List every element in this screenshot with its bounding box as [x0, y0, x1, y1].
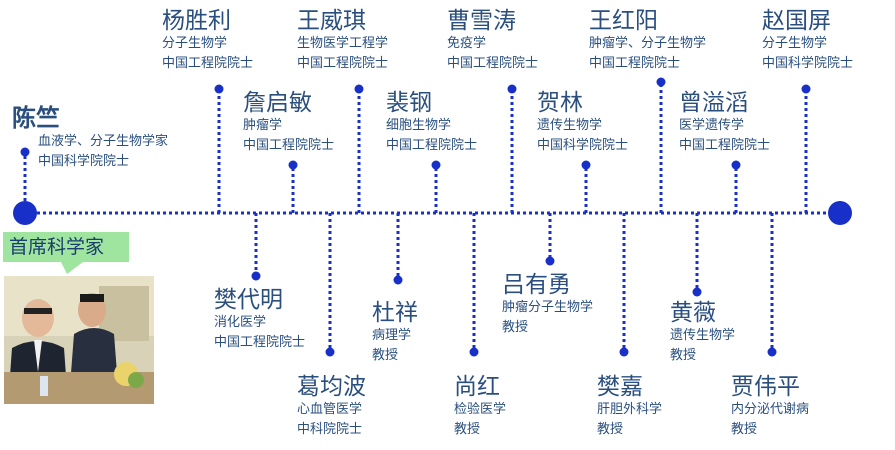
scientist-title: 中国科学院院士	[762, 56, 854, 71]
connector-dot	[20, 147, 30, 157]
scientist-field: 分子生物学	[762, 36, 828, 51]
scientist-card: 詹启敏 肿瘤学 中国工程院院士	[243, 90, 334, 156]
scientist-title: 教授	[731, 422, 758, 437]
scientist-name: 杨胜利	[162, 8, 231, 34]
scientist-field: 内分泌代谢病	[731, 402, 810, 417]
scientist-field: 免疫学	[447, 36, 487, 51]
scientist-name: 王威琪	[297, 8, 366, 34]
connector-dot	[619, 347, 629, 357]
leader-title: 中国科学院院士	[38, 154, 130, 169]
scientist-name: 裴钢	[386, 90, 432, 116]
timeline-end-node	[828, 201, 852, 225]
scientist-field: 遗传生物学	[537, 118, 603, 133]
leader-card: 陈竺 血液学、分子生物学家 中国科学院院士	[12, 104, 168, 172]
connector-dot	[767, 347, 777, 357]
scientist-field: 检验医学	[454, 402, 507, 417]
scientist-field: 遗传生物学	[670, 328, 736, 343]
scientist-name: 杜祥	[372, 300, 418, 326]
scientist-card: 葛均波 心血管医学 中科院院士	[297, 374, 366, 440]
scientist-title: 中国工程院院士	[589, 56, 681, 71]
connector-dot	[581, 160, 591, 170]
connector-dot	[354, 84, 364, 94]
scientist-field: 心血管医学	[297, 402, 363, 417]
scientist-field: 病理学	[372, 328, 412, 343]
scientist-name: 吕有勇	[502, 272, 571, 298]
scientist-field: 肝胆外科学	[597, 402, 663, 417]
scientist-name: 曾溢滔	[679, 90, 748, 116]
scientist-title: 教授	[670, 348, 697, 363]
scientist-title: 中科院院士	[297, 422, 363, 437]
connector-dot	[325, 347, 335, 357]
connector-dot	[393, 275, 403, 285]
scientist-card: 裴钢 细胞生物学 中国工程院院士	[386, 90, 477, 156]
scientist-card: 樊嘉 肝胆外科学 教授	[597, 374, 662, 440]
scientist-card: 贺林 遗传生物学 中国科学院院士	[537, 90, 628, 156]
scientist-field: 消化医学	[214, 315, 267, 330]
scientist-name: 詹启敏	[243, 90, 312, 116]
scientist-title: 教授	[502, 320, 529, 335]
scientist-name: 尚红	[454, 374, 500, 400]
scientist-card: 贾伟平 内分泌代谢病 教授	[731, 374, 809, 440]
connector-dot	[692, 287, 702, 297]
scientist-field: 细胞生物学	[386, 118, 452, 133]
scientist-title: 中国工程院院士	[679, 138, 771, 153]
scientist-card: 吕有勇 肿瘤分子生物学 教授	[502, 272, 593, 338]
chief-scientist-label: 首席科学家	[3, 232, 129, 274]
connector-dot	[251, 271, 261, 281]
connector-dot	[731, 160, 741, 170]
connector-dot	[469, 347, 479, 357]
scientist-title: 中国工程院院士	[214, 335, 306, 350]
scientist-card: 黄薇 遗传生物学 教授	[670, 300, 735, 366]
scientist-card: 曾溢滔 医学遗传学 中国工程院院士	[679, 90, 770, 156]
scientist-name: 贺林	[537, 90, 583, 116]
scientist-name: 樊代明	[214, 287, 283, 313]
scientist-card: 曹雪涛 免疫学 中国工程院院士	[447, 8, 538, 74]
leader-name: 陈竺	[12, 104, 60, 132]
scientist-field: 分子生物学	[162, 36, 228, 51]
scientist-card: 樊代明 消化医学 中国工程院院士	[214, 287, 305, 353]
scientist-field: 肿瘤分子生物学	[502, 300, 594, 315]
scientist-card: 杨胜利 分子生物学 中国工程院院士	[162, 8, 253, 74]
scientist-field: 生物医学工程学	[297, 36, 389, 51]
connector-dot	[507, 84, 517, 94]
scientist-name: 曹雪涛	[447, 8, 516, 34]
scientist-title: 中国工程院院士	[162, 56, 254, 71]
scientist-card: 赵国屏 分子生物学 中国科学院院士	[762, 8, 853, 74]
scientist-title: 教授	[597, 422, 624, 437]
scientist-card: 王红阳 肿瘤学、分子生物学 中国工程院院士	[589, 8, 706, 74]
scientist-card: 王威琪 生物医学工程学 中国工程院院士	[297, 8, 388, 74]
connector-dot	[288, 160, 298, 170]
leader-field: 血液学、分子生物学家	[38, 134, 169, 149]
connector-dot	[214, 84, 224, 94]
scientist-title: 中国工程院院士	[243, 138, 335, 153]
scientist-card: 尚红 检验医学 教授	[454, 374, 506, 440]
scientist-title: 中国工程院院士	[386, 138, 478, 153]
scientist-field: 肿瘤学、分子生物学	[589, 36, 707, 51]
connector-dot	[431, 160, 441, 170]
scientist-title: 教授	[454, 422, 481, 437]
scientist-title: 中国工程院院士	[447, 56, 539, 71]
connector-dot	[801, 84, 811, 94]
connector-dot	[545, 256, 555, 266]
scientist-field: 肿瘤学	[243, 118, 283, 133]
scientist-title: 教授	[372, 348, 399, 363]
scientist-name: 黄薇	[670, 300, 716, 326]
scientist-title: 中国工程院院士	[297, 56, 389, 71]
chief-scientist-photo	[4, 276, 154, 404]
scientist-name: 樊嘉	[597, 374, 643, 400]
scientist-name: 王红阳	[589, 8, 658, 34]
scientist-card: 杜祥 病理学 教授	[372, 300, 418, 366]
scientist-title: 中国科学院院士	[537, 138, 629, 153]
scientist-name: 葛均波	[297, 374, 366, 400]
scientist-name: 贾伟平	[731, 374, 800, 400]
scientist-field: 医学遗传学	[679, 118, 745, 133]
scientist-name: 赵国屏	[762, 8, 831, 34]
connector-dot	[656, 77, 666, 87]
